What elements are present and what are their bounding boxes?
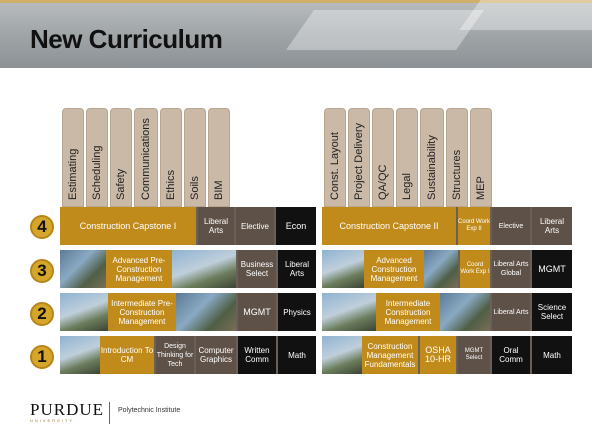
right-row-1: Construction Management Fundamentals OSH…: [322, 336, 572, 374]
site-photo: [424, 250, 458, 288]
building-photo: [322, 293, 376, 331]
course-business-select: Business Select: [238, 250, 276, 288]
course-construction-capstone-i: Construction Capstone I: [60, 207, 196, 245]
tab-const-layout: Const. Layout: [324, 108, 346, 207]
course-mgmt-select: MGMT Select: [458, 336, 490, 374]
course-intermediate-construction-management: Intermediate Construction Management: [376, 293, 440, 331]
right-row-3: Advanced Construction Management Coord W…: [322, 250, 572, 288]
course-advanced-pre-construction-management: Advanced Pre-Construction Management: [106, 250, 172, 288]
tab-project-delivery: Project Delivery: [348, 108, 370, 207]
left-row-1: Introduction To CM Design Thinking for T…: [60, 336, 316, 374]
course-osha-10-hr: OSHA 10-HR: [420, 336, 456, 374]
row-divider: [60, 289, 316, 291]
course-math: Math: [278, 336, 316, 374]
building-photo: [60, 293, 108, 331]
course-design-thinking: Design Thinking for Tech: [156, 336, 194, 374]
course-written-comm: Written Comm: [238, 336, 276, 374]
course-construction-management-fundamentals: Construction Management Fundamentals: [362, 336, 418, 374]
tab-bim: BIM: [208, 108, 230, 207]
course-math: Math: [532, 336, 572, 374]
level-3-badge: 3: [30, 259, 54, 283]
tab-scheduling: Scheduling: [86, 108, 108, 207]
row-divider: [322, 246, 572, 248]
header-accent-line: [0, 0, 592, 3]
course-construction-capstone-ii: Construction Capstone II: [322, 207, 456, 245]
left-row-4: Construction Capstone I Liberal Arts Ele…: [60, 207, 316, 245]
course-liberal-arts-global: Liberal Arts Global: [492, 250, 530, 288]
institute-name: Polytechnic Institute: [118, 407, 181, 414]
course-science-select: Science Select: [532, 293, 572, 331]
building-photo: [60, 336, 100, 374]
row-divider: [60, 332, 316, 334]
course-introduction-to-cm: Introduction To CM: [100, 336, 154, 374]
course-coord-work-exp-ii: Coord Work Exp II: [458, 207, 490, 245]
course-elective: Elective: [492, 207, 530, 245]
level-4-badge: 4: [30, 215, 54, 239]
course-coord-work-exp-i: Coord Work Exp I: [460, 250, 490, 288]
slide-header: New Curriculum: [0, 0, 592, 68]
tab-structures: Structures: [446, 108, 468, 207]
site-photo: [172, 250, 236, 288]
tab-ethics: Ethics: [160, 108, 182, 207]
row-divider: [322, 332, 572, 334]
header-decoration: [285, 10, 485, 50]
tab-qa-qc: QA/QC: [372, 108, 394, 207]
tab-communications: Communications: [134, 108, 158, 207]
course-intermediate-pre-construction-management: Intermediate Pre-Construction Management: [108, 293, 176, 331]
course-econ: Econ: [276, 207, 316, 245]
tab-sustainability: Sustainability: [420, 108, 444, 207]
tab-safety: Safety: [110, 108, 132, 207]
row-divider: [322, 289, 572, 291]
course-elective: Elective: [236, 207, 274, 245]
building-photo: [322, 336, 362, 374]
left-row-2: Intermediate Pre-Construction Management…: [60, 293, 316, 331]
course-mgmt: MGMT: [532, 250, 572, 288]
header-decoration: [459, 0, 592, 30]
tab-estimating: Estimating: [62, 108, 84, 207]
course-liberal-arts: Liberal Arts: [198, 207, 234, 245]
course-physics: Physics: [278, 293, 316, 331]
purdue-logo-sub: UNIVERSITY: [30, 418, 75, 423]
course-liberal-arts: Liberal Arts: [532, 207, 572, 245]
site-photo: [440, 293, 490, 331]
right-row-2: Intermediate Construction Management Lib…: [322, 293, 572, 331]
tab-mep: MEP: [470, 108, 492, 207]
level-1-badge: 1: [30, 345, 54, 369]
row-divider: [60, 246, 316, 248]
course-advanced-construction-management: Advanced Construction Management: [364, 250, 424, 288]
left-row-3: Advanced Pre-Construction Management Bus…: [60, 250, 316, 288]
building-photo: [60, 250, 106, 288]
footer-divider: [109, 402, 110, 424]
purdue-logo: PURDUE: [30, 400, 105, 419]
course-computer-graphics: Computer Graphics: [196, 336, 236, 374]
course-liberal-arts: Liberal Arts: [278, 250, 316, 288]
page-title: New Curriculum: [30, 24, 223, 54]
bridge-photo: [322, 250, 364, 288]
right-row-4: Construction Capstone II Coord Work Exp …: [322, 207, 572, 245]
course-mgmt: MGMT: [238, 293, 276, 331]
course-oral-comm: Oral Comm: [492, 336, 530, 374]
tab-soils: Soils: [184, 108, 206, 207]
site-photo: [176, 293, 236, 331]
level-2-badge: 2: [30, 302, 54, 326]
tab-legal: Legal: [396, 108, 418, 207]
course-liberal-arts: Liberal Arts: [492, 293, 530, 331]
